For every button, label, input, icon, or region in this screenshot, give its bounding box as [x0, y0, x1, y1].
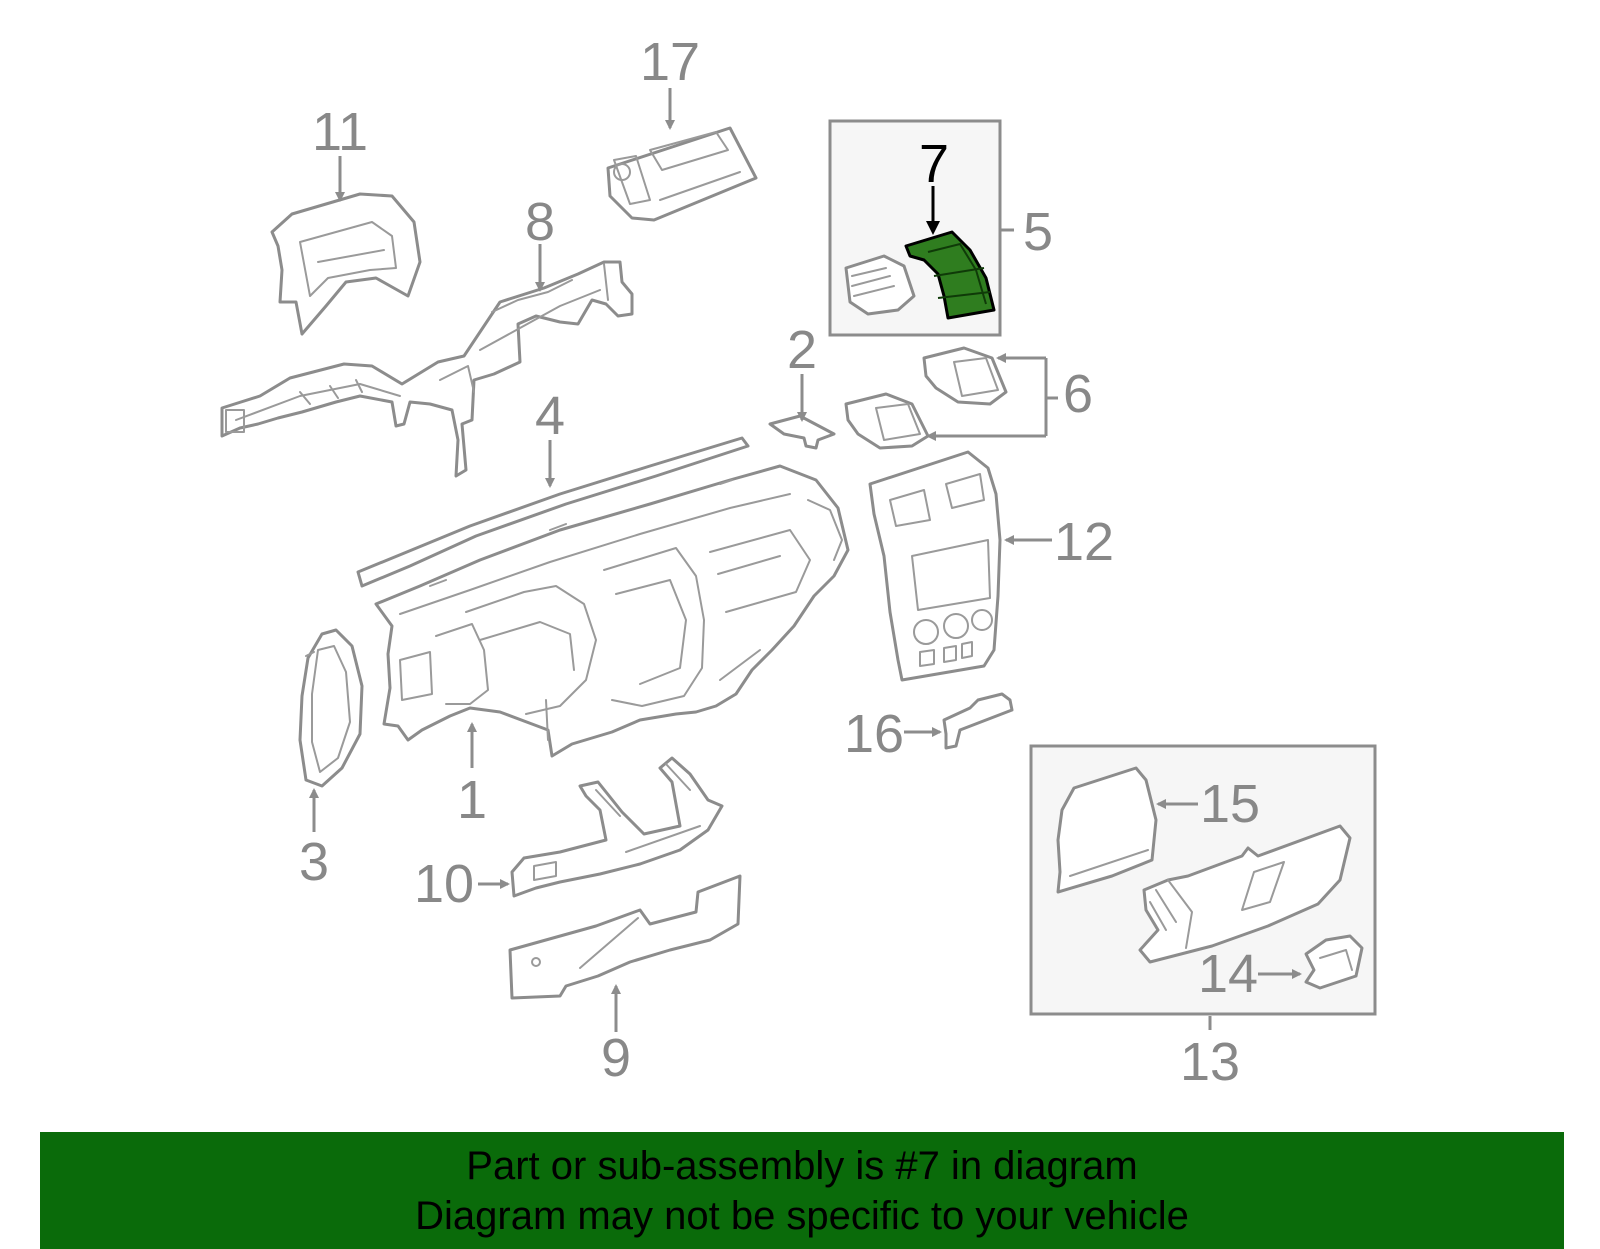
part-3-end-cap	[298, 628, 364, 788]
callout-1: 1	[457, 770, 487, 830]
callout-17: 17	[640, 32, 700, 92]
callout-13: 13	[1180, 1032, 1240, 1092]
part-12-center-bezel	[868, 450, 1002, 682]
part-6-air-vents	[844, 346, 1008, 450]
part-16-bracket	[942, 692, 1014, 750]
banner-line-disclaimer: Diagram may not be specific to your vehi…	[415, 1193, 1189, 1238]
callout-6: 6	[1063, 364, 1093, 424]
callout-14: 14	[1198, 944, 1258, 1004]
callout-8: 8	[525, 192, 555, 252]
part-14-latch	[1304, 934, 1364, 990]
callout-3: 3	[299, 832, 329, 892]
callout-4: 4	[535, 386, 565, 446]
part-13-glovebox-door	[1138, 824, 1352, 964]
part-2-bracket	[768, 414, 836, 450]
info-banner: Part or sub-assembly is #7 in diagram Di…	[40, 1132, 1564, 1249]
part-15-glovebox-liner	[1056, 766, 1158, 894]
callout-2: 2	[787, 320, 817, 380]
part-7-highlighted-trim	[904, 230, 996, 320]
callout-11: 11	[312, 102, 368, 162]
callout-9: 9	[601, 1028, 631, 1088]
part-10-lower-bracket	[510, 756, 724, 898]
part-8-cross-car-beam	[220, 260, 634, 478]
callout-10: 10	[414, 854, 474, 914]
callout-5: 5	[1023, 202, 1053, 262]
part-4-defroster-strip	[356, 436, 750, 588]
callout-16: 16	[844, 704, 904, 764]
part-9-knee-bolster	[508, 874, 742, 1000]
part-5-vent-assembly	[844, 254, 916, 316]
part-17-upper-module	[606, 126, 758, 222]
callout-15: 15	[1200, 774, 1260, 834]
callout-7: 7	[919, 134, 949, 194]
part-11-cluster-bezel	[270, 192, 422, 336]
callout-12: 12	[1054, 512, 1114, 572]
banner-line-part-number: Part or sub-assembly is #7 in diagram	[466, 1143, 1138, 1188]
part-1-instrument-panel	[374, 464, 850, 758]
